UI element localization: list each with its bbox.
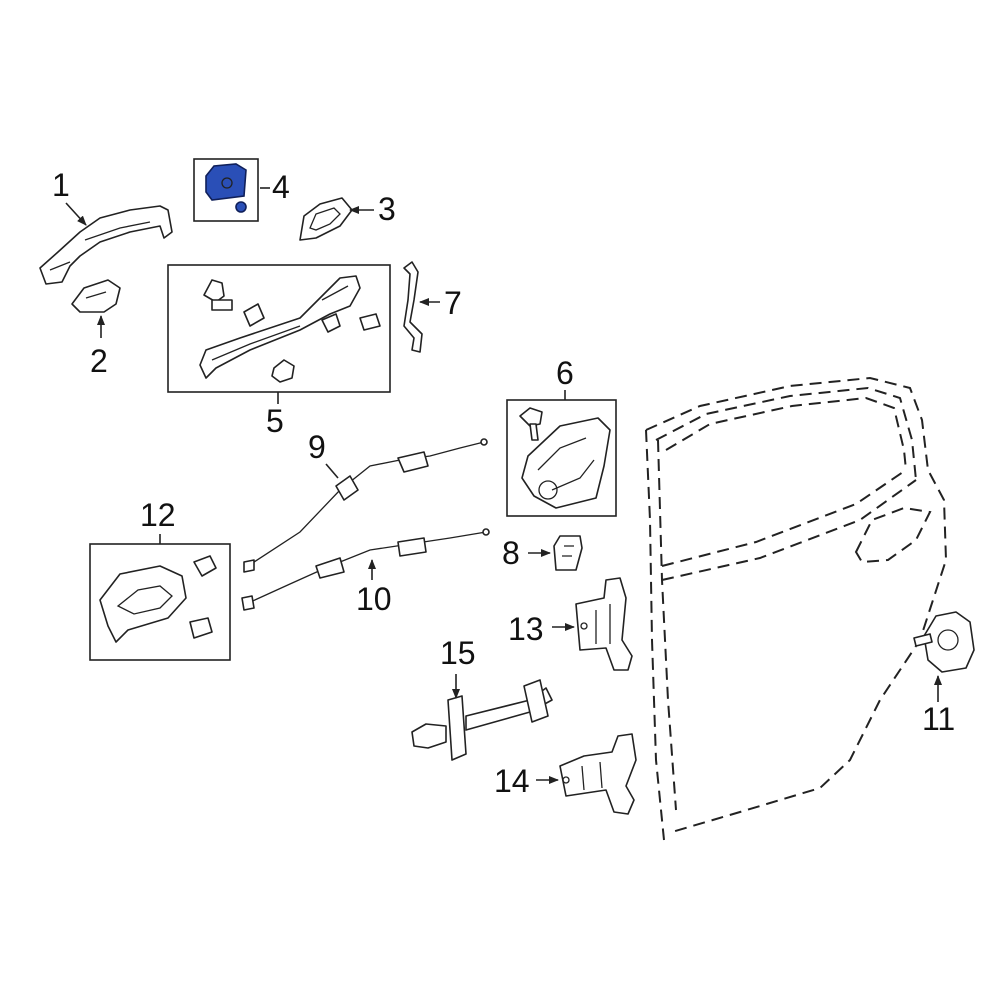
callout-7: 7 <box>444 285 462 321</box>
callout-15: 15 <box>440 635 476 671</box>
callout-3: 3 <box>378 191 396 227</box>
leader-9 <box>325 463 339 479</box>
part-10-cable[interactable] <box>241 528 490 611</box>
callout-10: 10 <box>356 581 392 617</box>
part-6-latch[interactable] <box>519 407 611 509</box>
part-4-box <box>193 158 259 222</box>
callout-2: 2 <box>90 343 108 379</box>
part-11-striker[interactable] <box>913 611 975 673</box>
part-12-inner-handle[interactable] <box>99 555 217 643</box>
door-outline <box>645 376 948 841</box>
callout-5: 5 <box>266 403 284 439</box>
part-5-box <box>167 264 391 393</box>
callout-9: 9 <box>308 429 326 465</box>
part-9-cable[interactable] <box>243 438 488 573</box>
callout-14: 14 <box>494 763 530 799</box>
part-13-upper-hinge[interactable] <box>575 577 633 671</box>
part-6-box <box>506 399 617 517</box>
part-15-door-check[interactable] <box>411 679 553 761</box>
part-7-rod[interactable] <box>403 261 423 353</box>
callout-1: 1 <box>52 167 70 203</box>
leader-1 <box>65 202 87 226</box>
callout-11: 11 <box>922 701 955 737</box>
part-3-gasket[interactable] <box>299 197 353 241</box>
part-8-clip[interactable] <box>553 535 583 571</box>
part-1-outer-handle[interactable] <box>39 205 173 285</box>
part-14-lower-hinge[interactable] <box>559 733 637 815</box>
callout-6: 6 <box>556 355 574 391</box>
part-2-handle-base[interactable] <box>71 279 121 313</box>
part-4-cap[interactable] <box>205 163 247 213</box>
callout-12: 12 <box>140 497 176 533</box>
callout-8: 8 <box>502 535 520 571</box>
part-5-handle-kit[interactable] <box>199 275 381 383</box>
callout-4: 4 <box>272 169 290 205</box>
callout-13: 13 <box>508 611 544 647</box>
